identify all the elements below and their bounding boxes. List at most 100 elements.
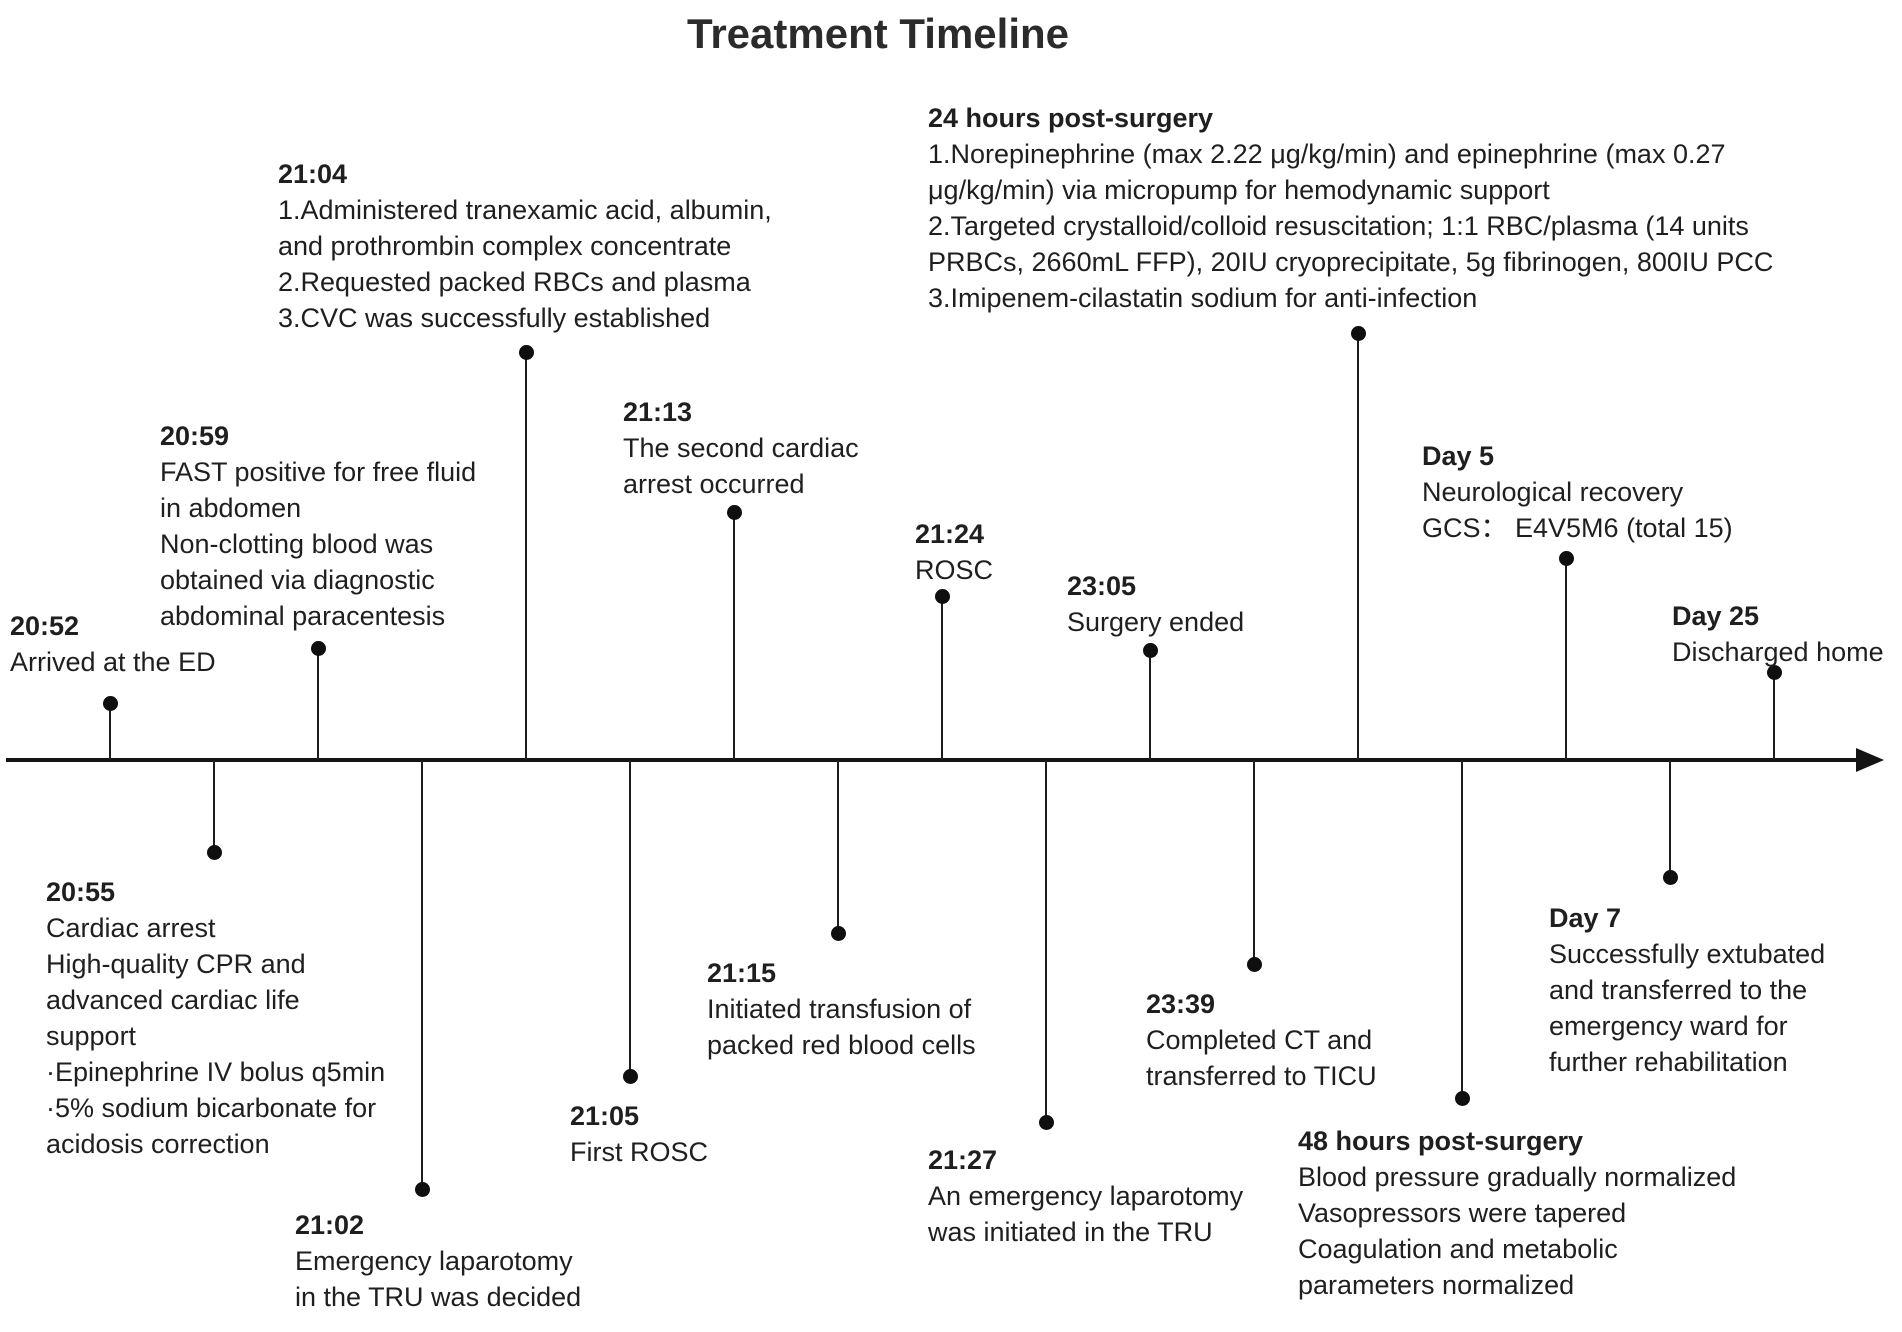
event-description-line: μg/kg/min) via micropump for hemodynamic… — [928, 175, 1550, 205]
timeline-stem-event-15 — [1669, 760, 1671, 877]
event-description-line: 3.Imipenem-cilastatin sodium for anti-in… — [928, 283, 1478, 313]
timeline-event-text-event-15: Day 7 Successfully extubated and transferr… — [1549, 900, 1825, 1080]
event-description-line: emergency ward for — [1549, 1011, 1788, 1041]
timeline-dot-event-15 — [1662, 869, 1678, 885]
event-description-line: GCS： E4V5M6 (total 15) — [1422, 513, 1733, 543]
event-description-line: Successfully extubated — [1549, 939, 1826, 969]
timeline-axis — [6, 758, 1858, 762]
event-description-line: ·5% sodium bicarbonate for — [46, 1093, 377, 1123]
timeline-dot-event-16 — [1766, 664, 1782, 680]
event-description-line: Vasopressors were tapered — [1298, 1198, 1627, 1228]
event-description-line: in the TRU was decided — [295, 1282, 582, 1312]
timeline-stem-event-1 — [213, 760, 215, 852]
timeline-stem-event-14 — [1565, 558, 1567, 760]
timeline-dot-event-4 — [518, 344, 534, 360]
timeline-dot-event-0 — [102, 695, 118, 711]
event-description-line: The second cardiac — [623, 433, 859, 463]
event-time-label: Day 5 — [1422, 441, 1495, 471]
timeline-dot-event-1 — [206, 844, 222, 860]
event-time-label: 20:55 — [46, 877, 116, 907]
event-description-line: FAST positive for free fluid — [160, 457, 477, 487]
timeline-dot-event-6 — [726, 504, 742, 520]
event-description-line: 1.Administered tranexamic acid, albumin, — [278, 195, 772, 225]
timeline-dot-event-13 — [1454, 1090, 1470, 1106]
event-time-label: 21:27 — [928, 1145, 998, 1175]
timeline-stem-event-8 — [941, 596, 943, 760]
timeline-stem-event-3 — [421, 760, 423, 1189]
event-time-label: 21:15 — [707, 958, 777, 988]
event-time-label: 23:05 — [1067, 571, 1137, 601]
timeline-stem-event-16 — [1773, 672, 1775, 760]
timeline-dot-event-3 — [414, 1181, 430, 1197]
timeline-stem-event-12 — [1357, 333, 1359, 760]
event-description-line: 2.Requested packed RBCs and plasma — [278, 267, 751, 297]
event-time-label: 21:13 — [623, 397, 693, 427]
event-description-line: packed red blood cells — [707, 1030, 976, 1060]
event-description-line: 1.Norepinephrine (max 2.22 μg/kg/min) an… — [928, 139, 1726, 169]
event-description-line: and transferred to the — [1549, 975, 1808, 1005]
event-description-line: An emergency laparotomy — [928, 1181, 1244, 1211]
event-description-line: ·Epinephrine IV bolus q5min — [46, 1057, 386, 1087]
timeline-dot-event-14 — [1558, 550, 1574, 566]
timeline-event-text-event-9: 21:27 An emergency laparotomy was initiate… — [928, 1142, 1243, 1250]
timeline-dot-event-9 — [1038, 1114, 1054, 1130]
event-description-line: PRBCs, 2660mL FFP), 20IU cryoprecipitate… — [928, 247, 1774, 277]
event-description-line: transferred to TICU — [1146, 1061, 1377, 1091]
event-description-line: Completed CT and — [1146, 1025, 1373, 1055]
event-description-line: abdominal paracentesis — [160, 601, 446, 631]
event-description-line: First ROSC — [570, 1137, 708, 1167]
timeline-stem-event-2 — [317, 648, 319, 760]
event-description-line: Discharged home — [1672, 637, 1884, 667]
timeline-axis-arrowhead-icon — [1856, 748, 1884, 772]
event-description-line: was initiated in the TRU — [928, 1217, 1213, 1247]
timeline-stem-event-4 — [525, 352, 527, 760]
event-description-line: obtained via diagnostic — [160, 565, 435, 595]
timeline-stem-event-0 — [109, 703, 111, 760]
event-description-line: Cardiac arrest — [46, 913, 216, 943]
event-description-line: 3.CVC was successfully established — [278, 303, 711, 333]
event-description-line: Arrived at the ED — [10, 647, 216, 677]
event-description-line: arrest occurred — [623, 469, 805, 499]
event-time-label: 48 hours post-surgery — [1298, 1126, 1584, 1156]
event-description-line: Initiated transfusion of — [707, 994, 972, 1024]
event-time-label: 21:24 — [915, 519, 985, 549]
timeline-stem-event-11 — [1253, 760, 1255, 964]
timeline-stem-event-6 — [733, 512, 735, 760]
timeline-dot-event-10 — [1142, 642, 1158, 658]
event-description-line: Surgery ended — [1067, 607, 1245, 637]
event-time-label: 21:04 — [278, 159, 348, 189]
timeline-dot-event-8 — [934, 588, 950, 604]
timeline-stem-event-10 — [1149, 650, 1151, 760]
figure-title: Treatment Timeline — [686, 10, 1070, 57]
event-description-line: support — [46, 1021, 137, 1051]
event-description-line: High-quality CPR and — [46, 949, 306, 979]
timeline-stem-event-13 — [1461, 760, 1463, 1098]
event-description-line: Blood pressure gradually normalized — [1298, 1162, 1737, 1192]
timeline-dot-event-11 — [1246, 956, 1262, 972]
event-description-line: advanced cardiac life — [46, 985, 300, 1015]
timeline-event-text-event-4: 21:04 1.Administered tranexamic acid, alb… — [278, 156, 772, 336]
timeline-dot-event-2 — [310, 640, 326, 656]
event-time-label: 20:52 — [10, 611, 80, 641]
event-time-label: Day 7 — [1549, 903, 1622, 933]
event-description-line: and prothrombin complex concentrate — [278, 231, 732, 261]
timeline-stem-event-7 — [837, 760, 839, 933]
event-time-label: 20:59 — [160, 421, 230, 451]
event-description-line: Emergency laparotomy — [295, 1246, 573, 1276]
event-time-label: 23:39 — [1146, 989, 1216, 1019]
event-description-line: Neurological recovery — [1422, 477, 1684, 507]
